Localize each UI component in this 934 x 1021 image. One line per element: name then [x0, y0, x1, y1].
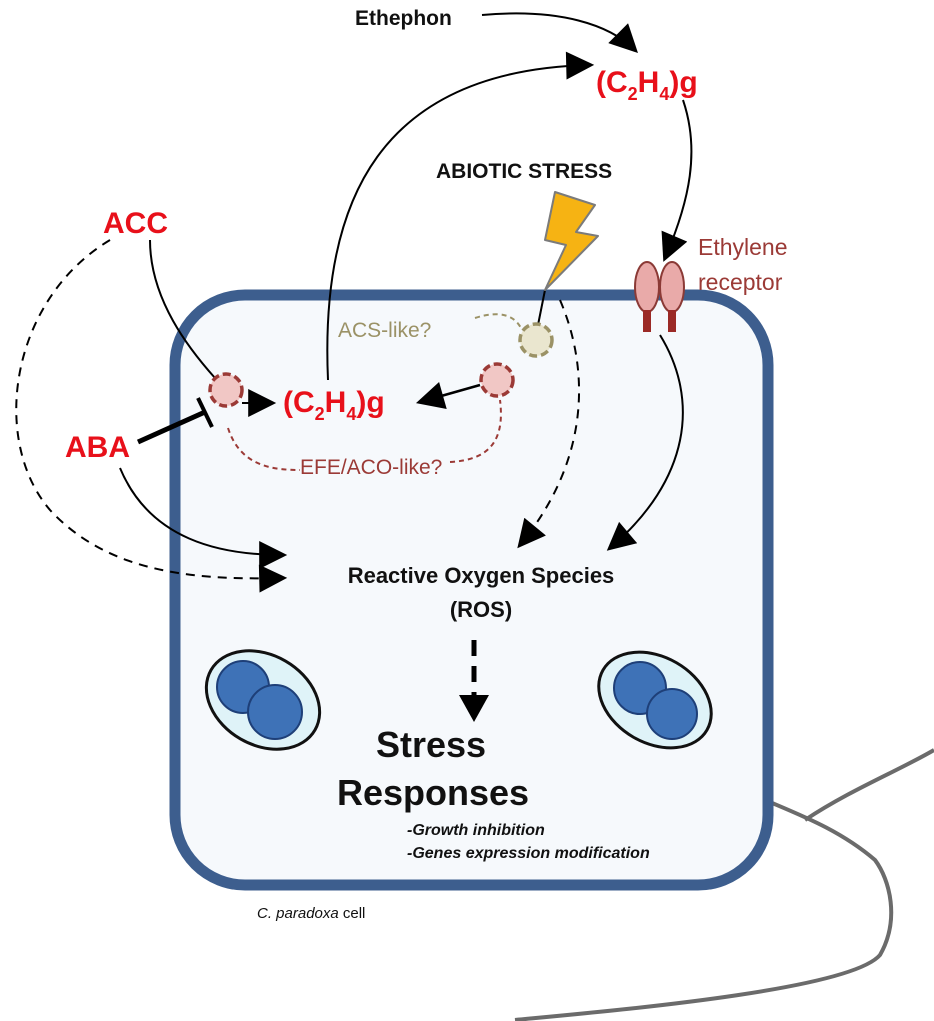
cell-caption: C. paradoxa cell — [257, 905, 365, 922]
response-item-growth: -Growth inhibition — [407, 822, 545, 839]
arrow-aba-to-ros — [119, 467, 288, 569]
stress-responses-line2: Responses — [337, 772, 529, 813]
arrow-ethephon-to-ethylene — [481, 12, 638, 53]
chloroplast-icon — [204, 649, 322, 751]
stress-responses-line1: Stress — [376, 724, 486, 765]
ros-label-line1: Reactive Oxygen Species — [348, 563, 615, 588]
efe-enzyme-icon-2 — [479, 362, 515, 398]
arrow-stress-to-ros-dashed — [517, 299, 581, 549]
inhibition-bar — [196, 397, 214, 428]
lightning-bolt-icon — [544, 191, 599, 291]
efe-aco-like-label: EFE/ACO-like? — [300, 456, 442, 479]
ethylene-receptor-label-line2: receptor — [698, 269, 783, 295]
arrow-ethylene-to-receptor — [661, 99, 693, 262]
acs-enzyme-icon — [518, 322, 554, 358]
ethylene-gas-outer-label: (C2H4)g — [596, 66, 698, 104]
arrow-acs-to-ethylene — [415, 382, 481, 409]
ethephon-label: Ethephon — [355, 7, 452, 30]
response-item-genes: -Genes expression modification — [407, 845, 650, 862]
inhibition-aba-to-efe — [136, 409, 207, 445]
ethylene-receptor-icon — [634, 261, 685, 332]
arrow-acc-to-efe — [149, 239, 216, 379]
efe-enzyme-icon — [208, 372, 244, 408]
acs-loop — [474, 313, 523, 331]
ethylene-gas-inner-label: (C2H4)g — [283, 386, 385, 424]
ros-label-line2: (ROS) — [450, 597, 512, 622]
line-lightning-to-acs — [537, 289, 546, 326]
flagellum-icon — [514, 798, 894, 1021]
efe-loop — [227, 427, 301, 471]
efe-loop — [449, 399, 502, 463]
acc-label: ACC — [103, 207, 168, 240]
cell-membrane — [169, 289, 774, 891]
arrow-acc-to-ros-dashed — [15, 239, 288, 593]
arrow-inner-to-outer-ethylene — [326, 51, 595, 381]
acs-like-label: ACS-like? — [338, 319, 431, 342]
flagellum-icon — [803, 748, 934, 822]
ethylene-receptor-label-line1: Ethylene — [698, 234, 788, 260]
arrow-ros-to-responses-head — [459, 695, 489, 722]
chloroplast-icon — [597, 650, 713, 750]
aba-label: ABA — [65, 431, 130, 464]
abiotic-stress-label: ABIOTIC STRESS — [436, 160, 612, 183]
arrow-receptor-to-ros — [606, 334, 684, 551]
